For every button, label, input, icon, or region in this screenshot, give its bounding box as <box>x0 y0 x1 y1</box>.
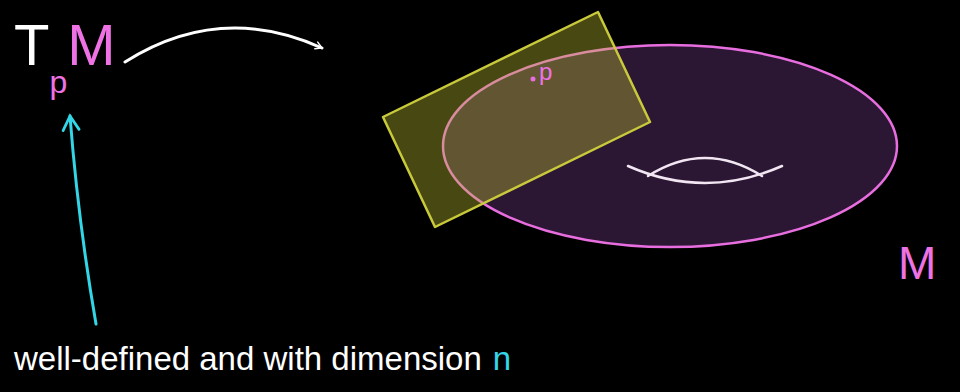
point-label: p <box>539 60 552 84</box>
subscript-point: p <box>49 66 67 98</box>
note-text: well-defined and with dimension <box>14 342 482 375</box>
tangent-plane <box>383 12 650 227</box>
torus-hole <box>648 158 762 176</box>
point-dot <box>531 77 536 82</box>
dimension-symbol: n <box>493 342 511 375</box>
map-arrow <box>125 28 322 62</box>
manifold-symbol: M <box>67 16 115 74</box>
pointer-arrow <box>70 116 96 324</box>
manifold-label: M <box>898 240 936 286</box>
tangent-symbol: T <box>14 16 49 74</box>
